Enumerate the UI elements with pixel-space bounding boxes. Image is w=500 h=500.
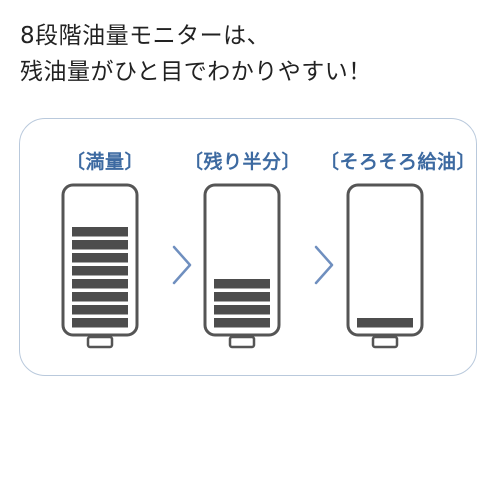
gauge-label-half: 〔残り半分〕	[183, 151, 301, 173]
headline-line-1: 8段階油量モニターは、	[20, 23, 271, 49]
gauge-label-full: 〔満量〕	[65, 151, 144, 173]
headline: 8段階油量モニターは、 残油量がひと目でわかりやすい！	[20, 18, 480, 90]
headline-line-2: 残油量がひと目でわかりやすい！	[20, 59, 372, 85]
gauge-label-low: 〔そろそろ給油〕	[320, 151, 477, 173]
